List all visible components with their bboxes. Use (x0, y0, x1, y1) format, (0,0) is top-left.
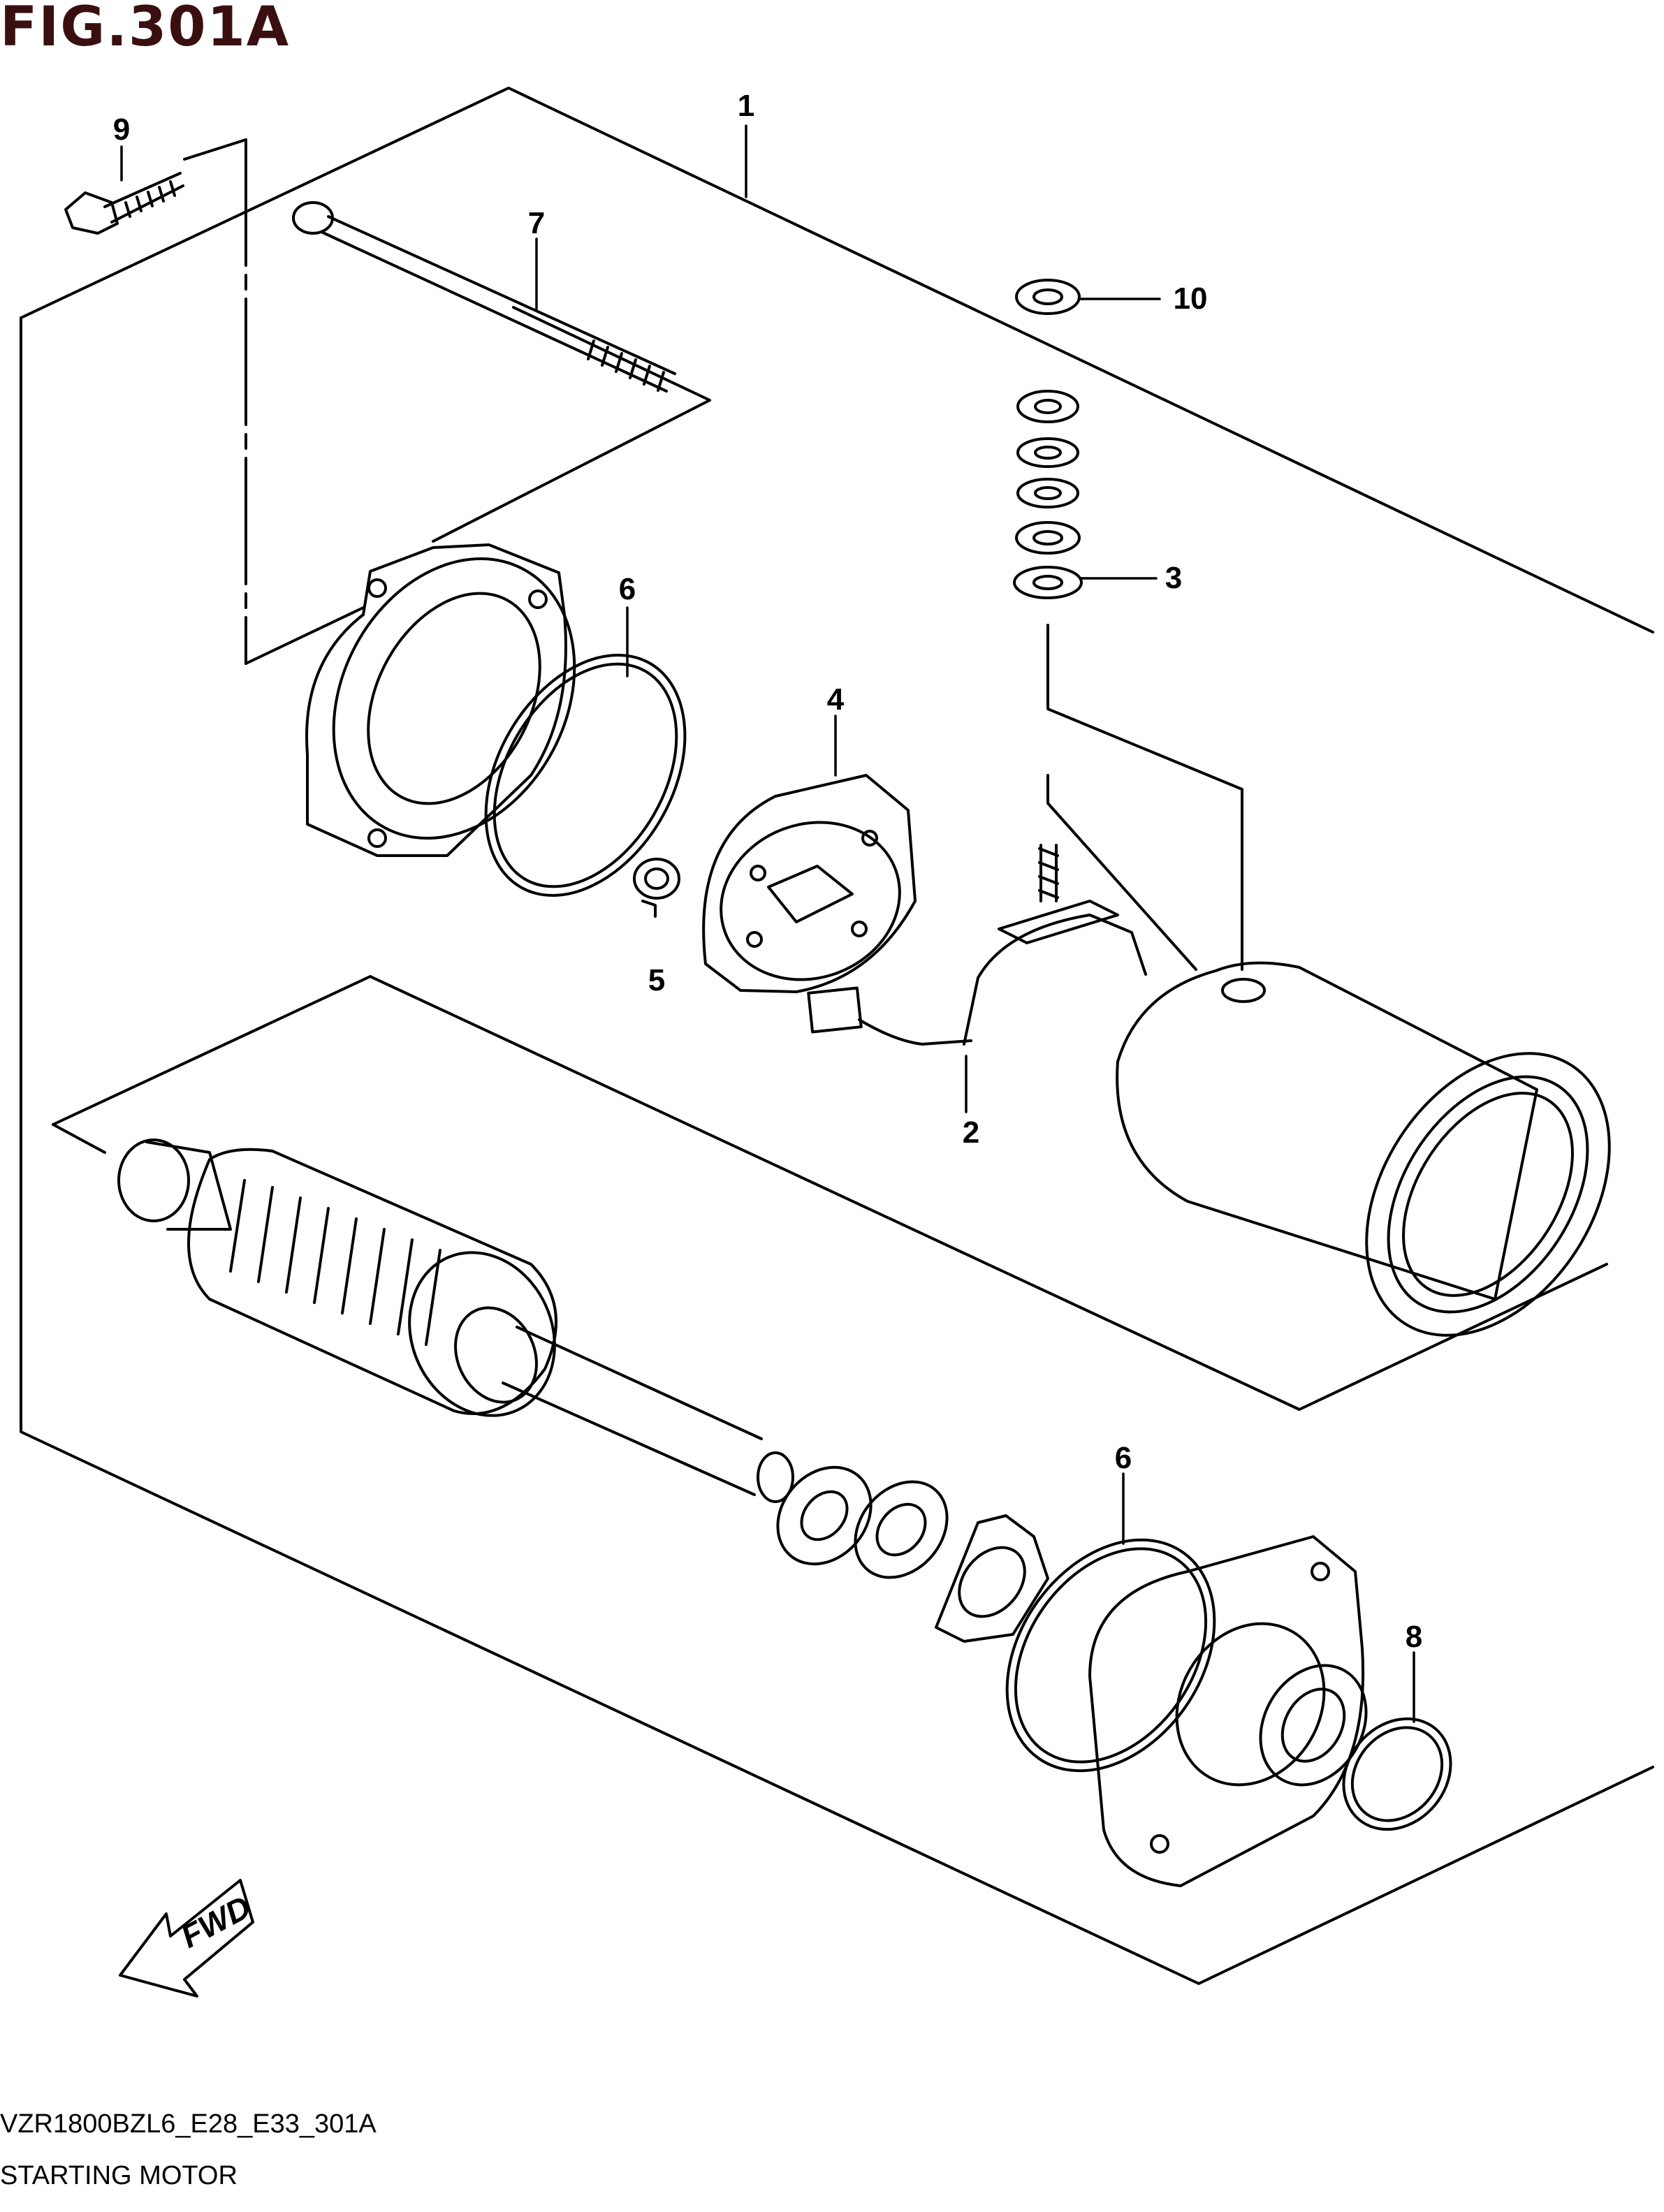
callout-1: 1 (738, 89, 754, 123)
figure-title: FIG.301A (0, 0, 291, 59)
callout-10: 10 (1174, 281, 1208, 316)
nut-washer-stack-part (1013, 279, 1083, 599)
fwd-direction-arrow (119, 1879, 254, 1998)
o-ring-upper-part (484, 654, 687, 897)
callout-3: 3 (1165, 561, 1182, 595)
yoke-housing-part (1116, 961, 1611, 1337)
callout-6-lower: 6 (1115, 1441, 1132, 1475)
leader-lines (120, 124, 1415, 1723)
through-bolt-part (292, 201, 676, 393)
callout-4: 4 (827, 682, 845, 717)
callout-7: 7 (528, 206, 545, 240)
callout-9: 9 (113, 112, 130, 147)
callout-6-upper: 6 (619, 572, 636, 606)
rear-cover-part (305, 543, 576, 857)
section-name: STARTING MOTOR (0, 2161, 238, 2190)
front-cover-part (1088, 1535, 1368, 1887)
o-ring-small-part (1342, 1717, 1452, 1831)
o-ring-lower-part (1005, 1538, 1216, 1773)
armature-part (117, 1138, 794, 1503)
callout-8: 8 (1406, 1620, 1422, 1654)
bushing-part (633, 858, 680, 918)
model-code: VZR1800BZL6_E28_E33_301A (0, 2109, 377, 2139)
brush-terminal-part (807, 844, 1147, 1046)
washers-part (776, 1465, 1049, 1643)
callout-2: 2 (963, 1115, 979, 1150)
flange-bolt-part (64, 172, 184, 235)
assembly-frame (20, 87, 1654, 1985)
callout-5: 5 (648, 963, 665, 997)
brush-holder-part (702, 774, 917, 993)
